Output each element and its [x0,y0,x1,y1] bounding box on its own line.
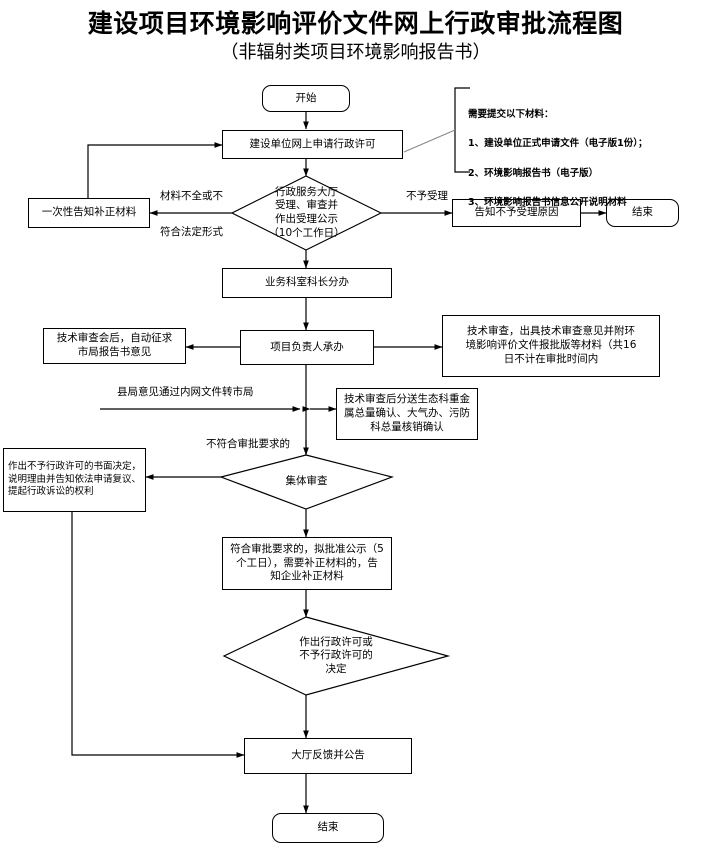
node-section-chief-assign[interactable]: 业务科室科长分办 [222,268,392,298]
node-technical-review[interactable]: 技术审查，出具技术审查意见并附环 境影响评价文件报批版等材料（共16 日不计在审… [442,315,660,377]
required-materials-heading: 需要提交以下材料： [468,108,554,120]
edge-label-incomplete-materials: 材料不全或不 [160,190,223,202]
node-acceptance-decision[interactable]: 行政服务大厅 受理、审查并 作出受理公示 （10个工作日） [232,176,381,250]
node-end-top[interactable]: 结束 [606,199,679,227]
node-final-permit-decision-label: 作出行政许可或 不予行政许可的 决定 [299,635,373,675]
node-final-permit-decision[interactable]: 作出行政许可或 不予行政许可的 决定 [224,617,448,695]
note-bracket [403,87,470,173]
page-title: 建设项目环境影响评价文件网上行政审批流程图 [87,9,624,38]
required-materials-item-3: 3、环境影响报告书信息公开说明材料 [468,197,627,209]
edge-label-not-meet-approval-requirement: 不符合审批要求的 [206,438,290,450]
node-notify-reject-reason[interactable]: 告知不予受理原因 [452,199,581,227]
node-approval-publicity[interactable]: 符合审批要求的，拟批准公示（5 个工日），需要补正材料的，告 知企业补正材料 [222,537,392,590]
required-materials-item-2: 2、环境影响报告书（电子版） [468,167,599,179]
node-auto-solicit-city-opinion[interactable]: 技术审查会后，自动征求 市局报告书意见 [43,328,186,364]
required-materials-note: 需要提交以下材料： 1、建设单位正式申请文件（电子版1份）； 2、环境影响报告书… [468,93,708,225]
edge-label-county-opinion: 县局意见通过内网文件转市局 [117,386,254,398]
node-no-permit-written-decision[interactable]: 作出不予行政许可的书面决定， 说明理由并告知依法申请复议、 提起行政诉讼的权利 [3,448,146,512]
page-subtitle: （非辐射类项目环境影响报告书） [220,42,491,63]
node-apply-online[interactable]: 建设单位网上申请行政许可 [222,130,403,159]
node-start[interactable]: 开始 [262,85,350,112]
node-distribute-confirmations[interactable]: 技术审查后分送生态科重金 属总量确认、大气办、污防 科总量核销确认 [336,388,478,440]
node-end-bottom[interactable]: 结束 [272,813,384,843]
node-acceptance-decision-label: 行政服务大厅 受理、审查并 作出受理公示 （10个工作日） [268,185,345,239]
required-materials-item-1: 1、建设单位正式申请文件（电子版1份）； [468,138,648,150]
node-project-lead[interactable]: 项目负责人承办 [240,330,374,365]
node-collective-review-label: 集体审查 [285,475,328,488]
node-hall-feedback-announce[interactable]: 大厅反馈并公告 [244,738,412,774]
diamond-outlines [219,175,451,696]
node-collective-review[interactable]: 集体审查 [221,455,392,509]
node-notify-correction[interactable]: 一次性告知补正材料 [28,198,150,228]
edge-label-not-legal-form: 符合法定形式 [160,226,223,238]
edge-label-not-accepted: 不予受理 [406,190,448,202]
